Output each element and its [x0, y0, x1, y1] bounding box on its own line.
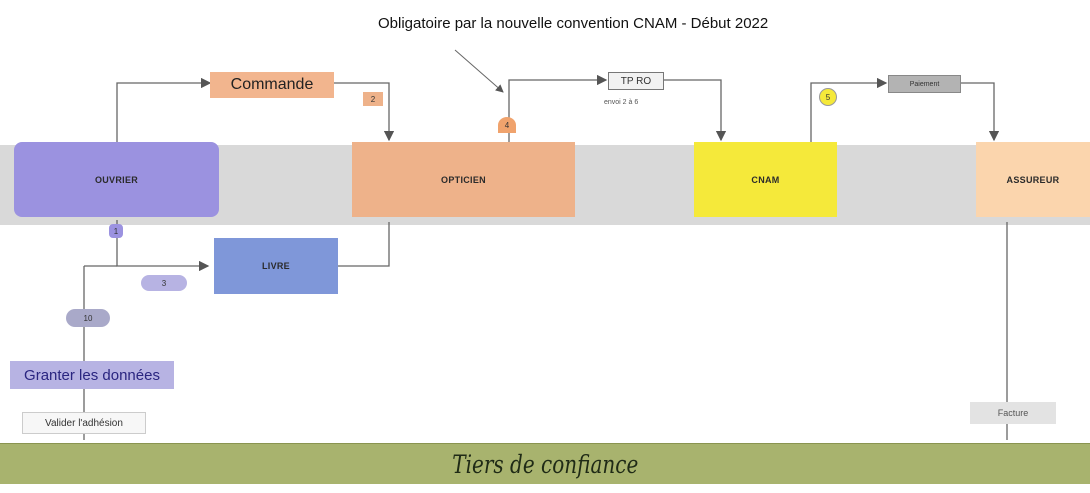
arrow-ouvrier-commande [116, 77, 212, 145]
badge-step-10: 10 [66, 309, 110, 327]
badge-step-2: 2 [363, 92, 383, 106]
commande-label: Commande [210, 72, 334, 98]
tiers-de-confiance-title: Tiers de confiance [451, 449, 639, 479]
node-livre: LIVRE [214, 238, 338, 294]
badge-step-4: 4 [498, 117, 516, 133]
granter-donnees-label: Granter les données [10, 361, 174, 389]
consent-label: Valider l'adhésion [22, 412, 146, 434]
facture-label: Facture [970, 402, 1056, 424]
tp-ro-box: TP RO [608, 72, 664, 90]
node-ouvrier: OUVRIER [14, 142, 219, 217]
paiement-box: Paiement [888, 75, 961, 93]
node-cnam: CNAM [694, 142, 837, 217]
arrow-tpro-cnam [662, 79, 727, 142]
line-livre-opticien [338, 222, 390, 267]
arrow-ouvrier-livre [116, 220, 210, 272]
badge-step-3: 3 [141, 275, 187, 291]
badge-step-1: 1 [109, 224, 123, 238]
tiers-de-confiance-bar: Tiers de confiance [0, 443, 1090, 484]
arrow-paiement-assureur [959, 82, 1000, 142]
node-assureur: ASSUREUR [976, 142, 1090, 217]
badge-step-5: 5 [819, 88, 837, 106]
convention-note: Obligatoire par la nouvelle convention C… [378, 15, 769, 32]
arrow-opticien-tpro [508, 74, 608, 145]
tp-ro-sublabel: envoi 2 à 6 [604, 99, 639, 106]
arrow-cnam-paiement [810, 77, 888, 145]
node-opticien: OPTICIEN [352, 142, 575, 217]
arrow-annotation [454, 49, 504, 93]
arrow-commande-opticien [334, 82, 395, 142]
